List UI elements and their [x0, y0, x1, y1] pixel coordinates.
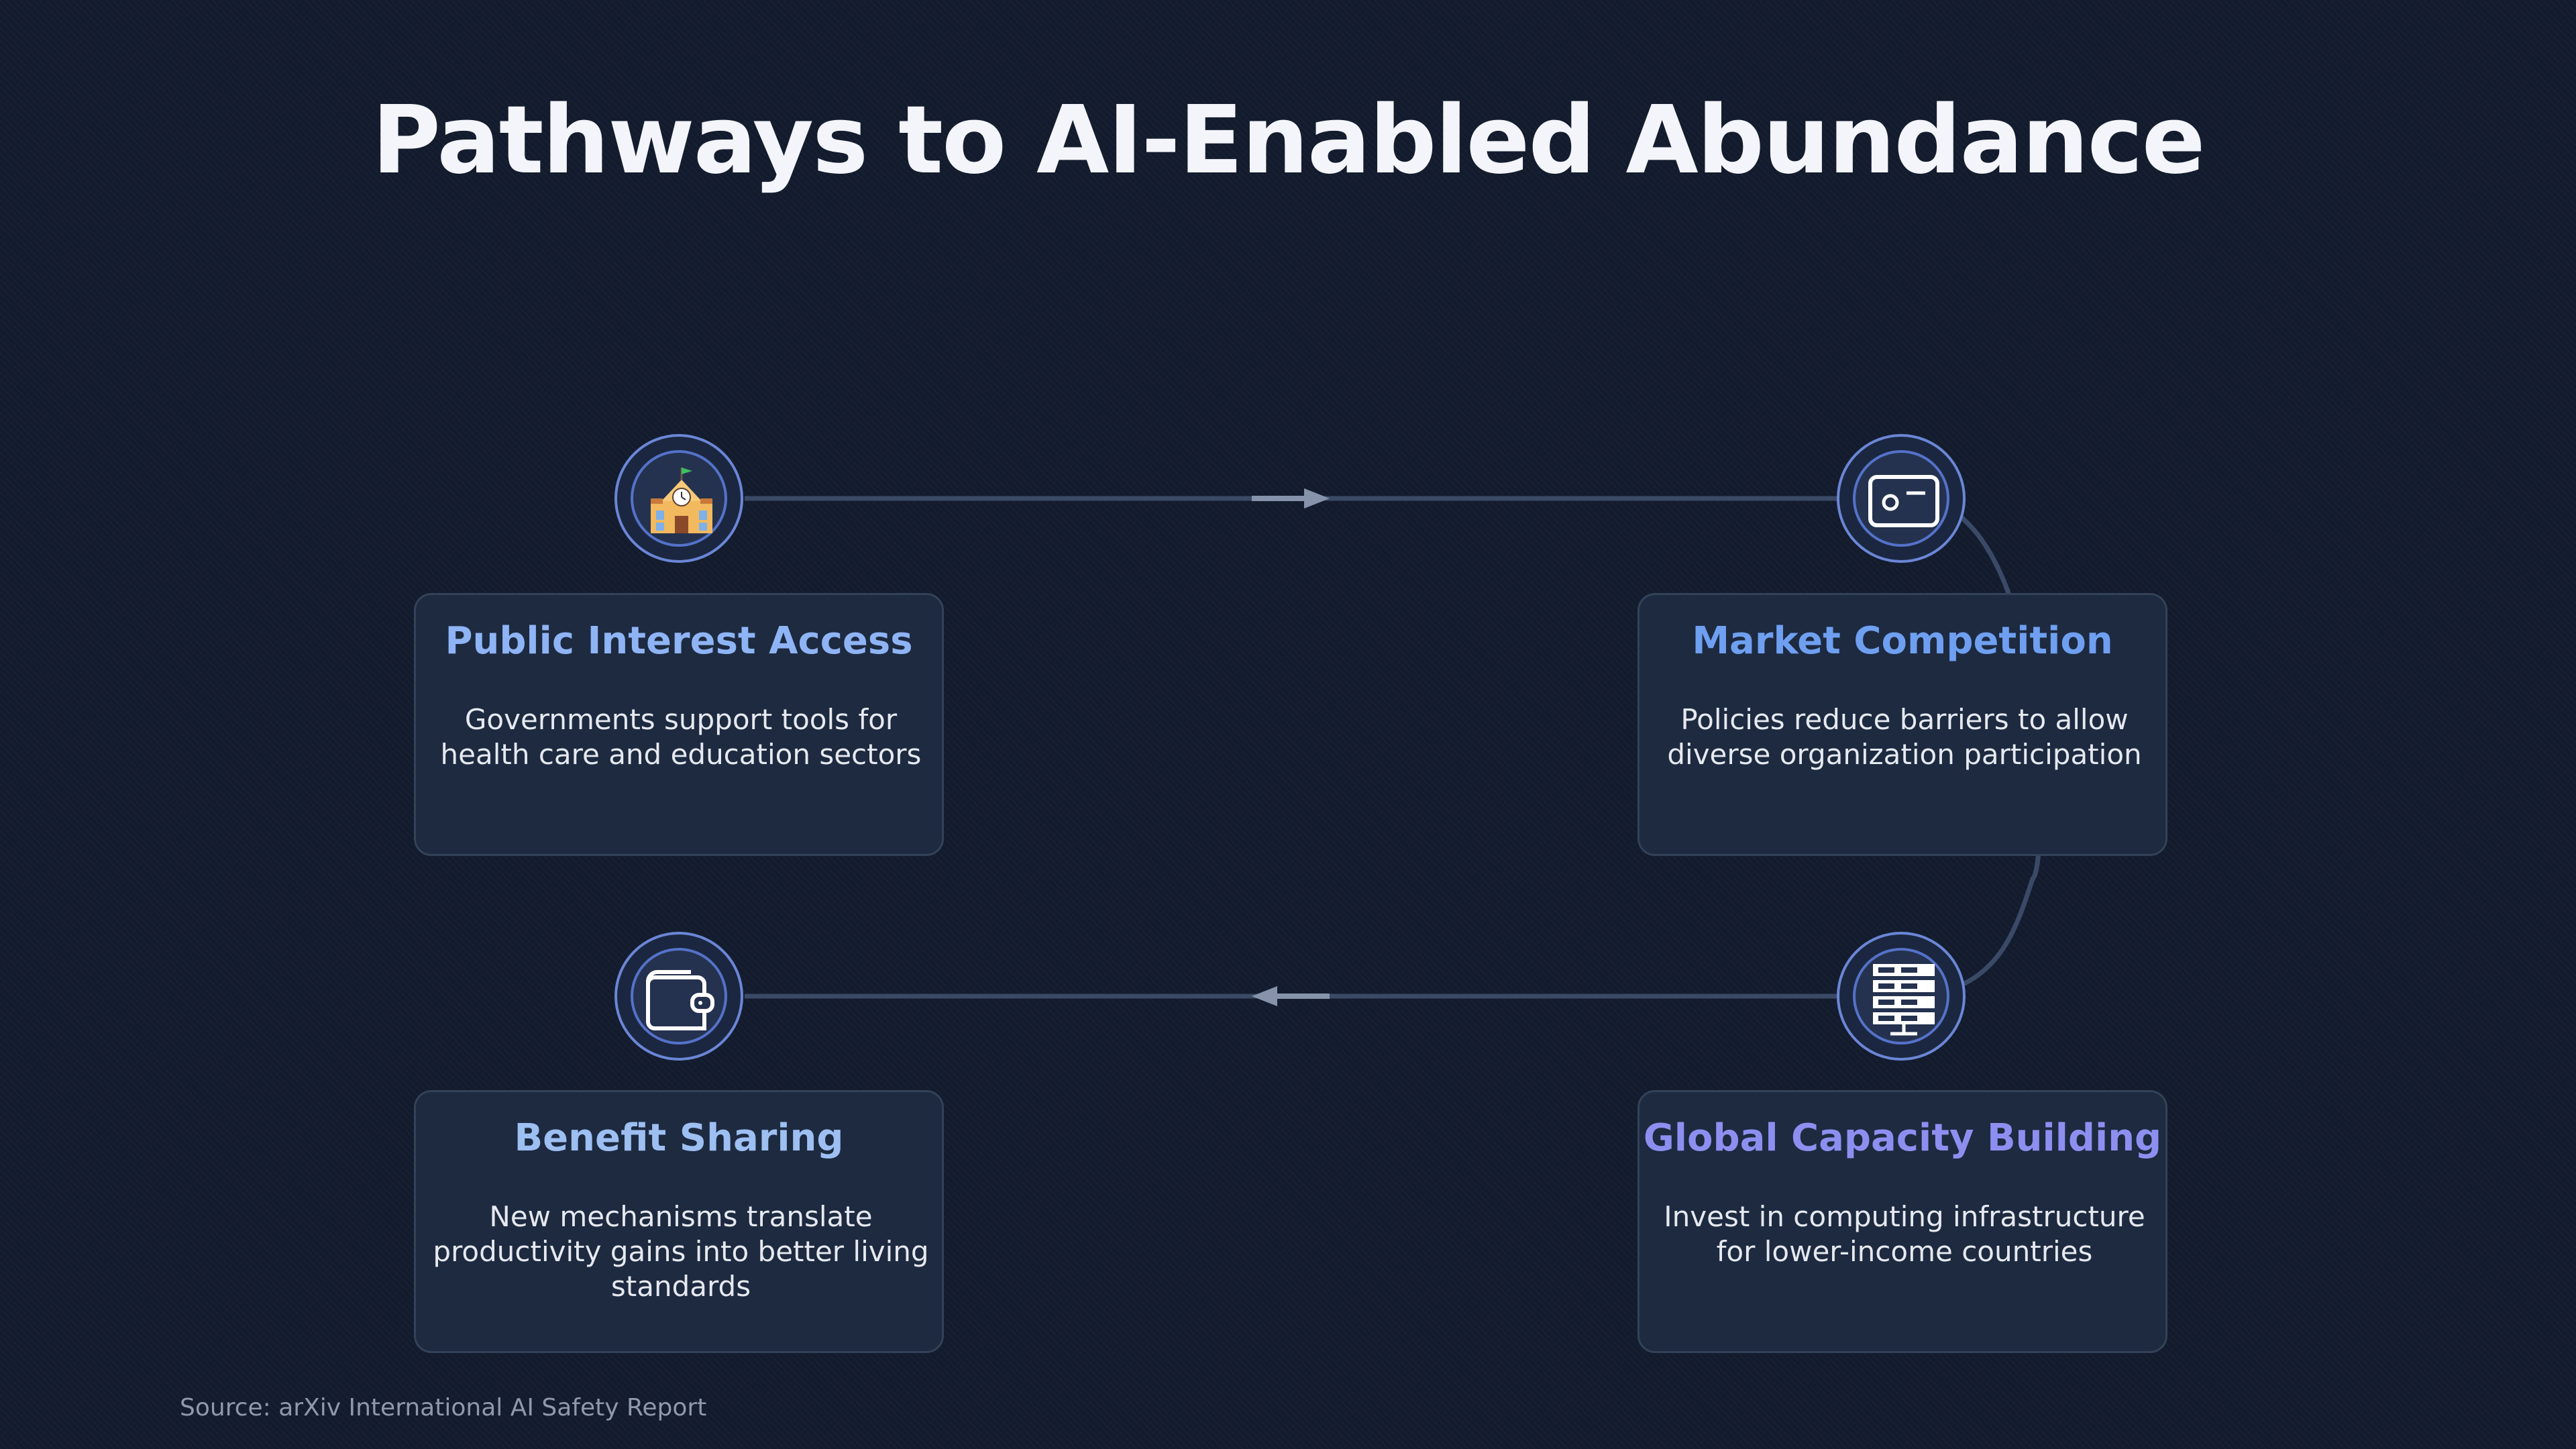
card-description: Invest in computing infrastructure for l… [1664, 1200, 2145, 1268]
node-market-competition [1837, 434, 1966, 563]
school-icon [651, 468, 712, 533]
card-description: Governments support tools for health car… [440, 703, 922, 771]
id-card-icon [1868, 475, 1939, 527]
card-description: New mechanisms translate productivity ga… [433, 1200, 929, 1303]
card-public-interest-access: Public Interest Access Governments suppo… [414, 593, 944, 856]
source-caption: Source: arXiv International AI Safety Re… [180, 1394, 707, 1421]
node-global-capacity-building [1837, 932, 1966, 1061]
card-description: Policies reduce barriers to allow divers… [1667, 703, 2142, 771]
server-icon [1873, 964, 1935, 1036]
card-title: Market Competition [1692, 619, 2113, 663]
node-public-interest-access [614, 434, 743, 563]
card-title: Public Interest Access [445, 619, 913, 663]
card-title: Benefit Sharing [514, 1116, 844, 1160]
card-title: Global Capacity Building [1643, 1116, 2162, 1160]
card-market-competition: Market Competition Policies reduce barri… [1638, 593, 2167, 856]
page-title: Pathways to AI-Enabled Abundance [372, 86, 2205, 195]
arrow-left-icon [1252, 986, 1330, 1006]
node-benefit-sharing [614, 932, 743, 1061]
card-global-capacity-building: Global Capacity Building Invest in compu… [1638, 1090, 2167, 1353]
arrow-right-icon [1252, 488, 1330, 508]
card-benefit-sharing: Benefit Sharing New mechanisms translate… [414, 1090, 944, 1353]
wallet-icon [646, 970, 714, 1030]
